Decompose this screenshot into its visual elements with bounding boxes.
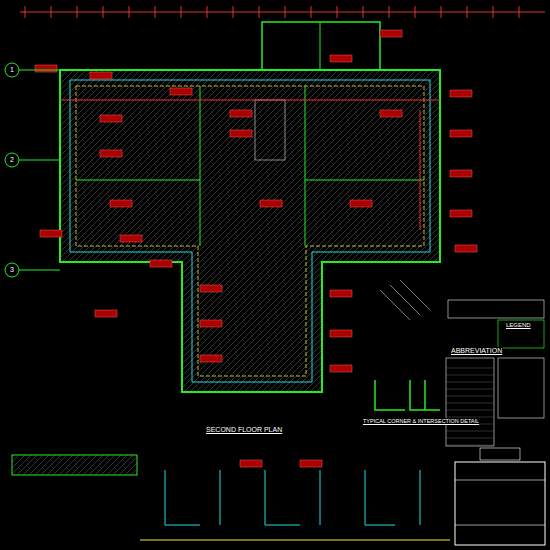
ruler-tick bbox=[233, 6, 234, 18]
table-row bbox=[446, 396, 494, 397]
grid-number: 1 bbox=[10, 66, 14, 74]
table-row bbox=[446, 382, 494, 383]
callout-box bbox=[450, 170, 472, 177]
plan-title: SECOND FLOOR PLAN bbox=[205, 426, 283, 434]
legend-title: LEGEND bbox=[505, 322, 532, 329]
ruler-tick bbox=[363, 6, 364, 18]
callout-box bbox=[450, 210, 472, 217]
callout-box bbox=[380, 110, 402, 117]
table-row bbox=[446, 375, 494, 376]
table-row bbox=[446, 410, 494, 411]
grid-number: 3 bbox=[10, 266, 14, 274]
callout-box bbox=[200, 285, 222, 292]
ruler-tick bbox=[337, 6, 338, 18]
ruler-tick bbox=[181, 6, 182, 18]
callout-box bbox=[200, 320, 222, 327]
callout-box bbox=[100, 115, 122, 122]
callout-box bbox=[35, 65, 57, 72]
ruler-tick bbox=[389, 6, 390, 18]
callout-box bbox=[100, 150, 122, 157]
ruler-tick bbox=[259, 6, 260, 18]
callout-box bbox=[120, 235, 142, 242]
callout-box bbox=[230, 130, 252, 137]
callout-box bbox=[90, 72, 112, 79]
table-row bbox=[446, 438, 494, 439]
ruler-tick bbox=[467, 6, 468, 18]
callout-box bbox=[260, 200, 282, 207]
callout-box bbox=[450, 90, 472, 97]
callout-box bbox=[240, 460, 262, 467]
grid-number: 2 bbox=[10, 156, 14, 164]
ruler-tick bbox=[519, 6, 520, 18]
callout-box bbox=[95, 310, 117, 317]
callout-box bbox=[330, 365, 352, 372]
callout-box bbox=[230, 110, 252, 117]
ruler-tick bbox=[129, 6, 130, 18]
table-row bbox=[446, 431, 494, 432]
callout-box bbox=[40, 230, 62, 237]
ruler-tick bbox=[51, 6, 52, 18]
table-row bbox=[446, 389, 494, 390]
callout-box bbox=[450, 130, 472, 137]
callout-box bbox=[455, 245, 477, 252]
callout-box bbox=[330, 290, 352, 297]
ruler-tick bbox=[207, 6, 208, 18]
callout-box bbox=[150, 260, 172, 267]
ruler-tick bbox=[103, 6, 104, 18]
ruler-tick bbox=[285, 6, 286, 18]
callout-box bbox=[380, 30, 402, 37]
detail-title: TYPICAL CORNER & INTERSECTION DETAIL bbox=[362, 418, 480, 424]
callout-box bbox=[170, 88, 192, 95]
table-row bbox=[446, 445, 494, 446]
callout-box bbox=[350, 200, 372, 207]
table-title: ABBREVIATION bbox=[450, 347, 503, 355]
callout-box bbox=[110, 200, 132, 207]
ruler-tick bbox=[25, 6, 26, 18]
callout-box bbox=[200, 355, 222, 362]
callout-box bbox=[330, 330, 352, 337]
callout-box bbox=[300, 460, 322, 467]
callout-box bbox=[330, 55, 352, 62]
ruler-tick bbox=[441, 6, 442, 18]
ruler-tick bbox=[493, 6, 494, 18]
table-row bbox=[446, 403, 494, 404]
ruler-tick bbox=[415, 6, 416, 18]
ruler-tick bbox=[311, 6, 312, 18]
table-row bbox=[446, 368, 494, 369]
ruler-tick bbox=[77, 6, 78, 18]
ruler-tick bbox=[155, 6, 156, 18]
